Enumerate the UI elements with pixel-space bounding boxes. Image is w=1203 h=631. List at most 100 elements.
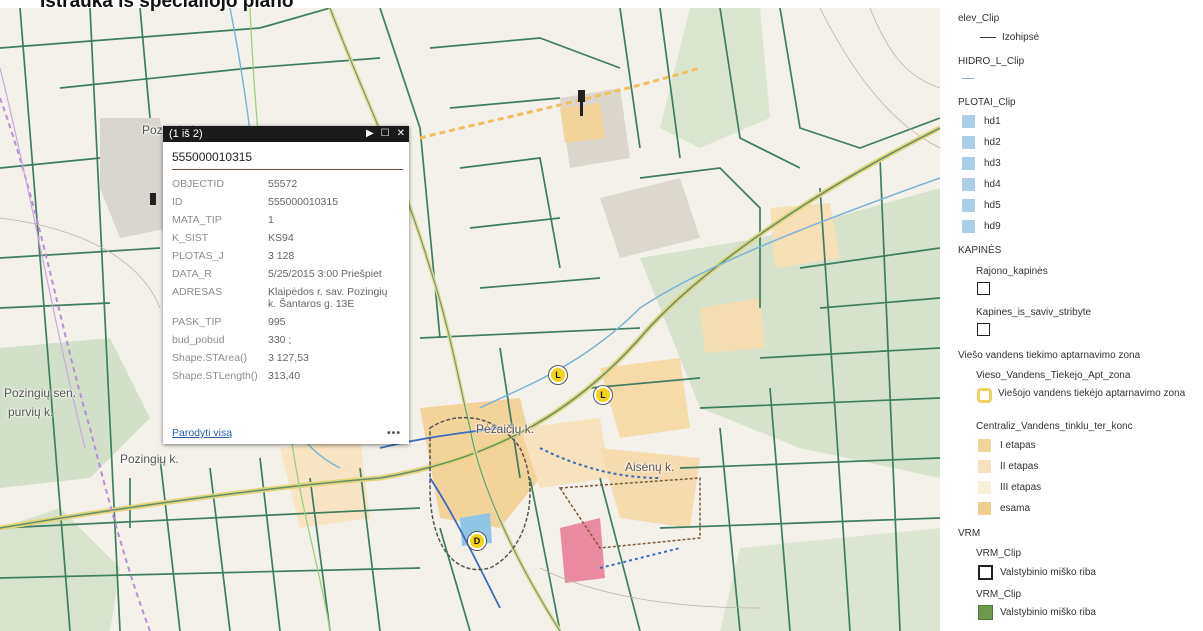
river-line	[429, 477, 501, 609]
zone-outline	[558, 477, 701, 549]
attr-key: PLOTAS_J	[172, 250, 224, 262]
legend-item-label: hd3	[984, 158, 1001, 169]
map-marker[interactable]: L	[549, 366, 567, 384]
attr-key: K_SIST	[172, 232, 209, 244]
stage-swatch	[978, 502, 991, 515]
contour-line	[819, 8, 940, 149]
parcel-line	[379, 8, 441, 339]
attr-key: DATA_R	[172, 268, 212, 280]
legend-layer-title: PLOTAI_Clip	[958, 97, 1016, 108]
map-canvas[interactable]: Pozingių k. Pėžaičių k. Aisėnų k. Pozing…	[0, 8, 940, 631]
tower-icon	[150, 193, 156, 205]
zoom-to-link[interactable]: Parodyti visą	[172, 427, 233, 439]
place-label: Aisėnų k.	[625, 460, 675, 474]
map-graphics	[0, 8, 940, 631]
attr-value: 3 127,53	[268, 352, 309, 364]
place-label: Pozingių k.	[120, 452, 179, 466]
river-line-swatch	[962, 78, 974, 79]
legend-layer-title: VRM	[958, 528, 981, 539]
popup-footer: Parodyti visą •••	[172, 427, 401, 439]
legend-sublayer-title: VRM_Clip	[976, 589, 1022, 600]
forest-area	[0, 338, 150, 488]
parcel-fill	[520, 418, 610, 488]
parcel-line	[359, 467, 381, 631]
stage-swatch	[978, 460, 991, 473]
legend-layer-title: KAPINĖS	[958, 245, 1002, 256]
attr-value: 1	[268, 214, 274, 226]
legend-item-label: hd2	[984, 137, 1001, 148]
contour-line-swatch	[980, 37, 996, 38]
tower-icon	[578, 90, 585, 102]
legend-item-label: II etapas	[1000, 461, 1039, 472]
parcel-line	[0, 247, 161, 259]
parcel-line	[0, 567, 421, 579]
attr-key: Shape.STArea()	[172, 352, 248, 364]
parcel-line	[659, 517, 940, 529]
forest-boundary-swatch	[978, 565, 993, 580]
parcel-line	[439, 527, 471, 631]
parcel-line	[619, 8, 641, 149]
cemetery-swatch	[977, 282, 990, 295]
page-title: Ištrauka iš specialiojo plano	[40, 0, 294, 12]
close-icon[interactable]: ✕	[396, 128, 405, 139]
legend-panel: elev_Clip Izohipsė HIDRO_L_Clip PLOTAI_C…	[940, 0, 1203, 631]
parcel-line	[769, 387, 791, 631]
parcel-line	[449, 97, 561, 109]
water-zone-line	[539, 447, 661, 479]
next-icon[interactable]: ▶	[365, 128, 374, 139]
maximize-icon[interactable]: ☐	[380, 128, 390, 139]
river-line	[479, 177, 940, 409]
water-zone-swatch	[977, 388, 992, 403]
legend-item-label: hd4	[984, 179, 1001, 190]
legend-item-label: Viešojo vandens tiekėjo aptarnavimo zona	[998, 388, 1186, 399]
legend-item-label: hd5	[984, 200, 1001, 211]
map-marker[interactable]: D	[468, 532, 486, 550]
attr-value: 995	[268, 316, 286, 328]
attr-value: Klaipėdos r. sav. Pozingių k. Šantaros g…	[268, 286, 388, 310]
popup-counter: (1 iš 2)	[169, 128, 203, 140]
forest-fill-swatch	[978, 605, 993, 620]
place-label: Pozingių sen.	[4, 386, 77, 400]
parcel-fill	[700, 298, 765, 353]
legend-item-label: hd1	[984, 116, 1001, 127]
attr-key: PASK_TIP	[172, 316, 222, 328]
attr-value: 555000010315	[268, 196, 339, 208]
legend-layer-title: HIDRO_L_Clip	[958, 56, 1025, 67]
parcel-line	[0, 8, 331, 49]
parcel-line	[139, 8, 151, 119]
plotai-swatch	[962, 136, 975, 149]
map-marker[interactable]: L	[594, 386, 612, 404]
attr-value: 330 ;	[268, 334, 292, 346]
parcel-line	[659, 8, 681, 159]
more-options-icon[interactable]: •••	[386, 427, 401, 439]
legend-sublayer-title: Rajono_kapinės	[976, 266, 1048, 277]
power-line	[0, 97, 151, 631]
parcel-line	[529, 477, 561, 631]
legend-item-label: III etapas	[1000, 482, 1042, 493]
legend-sublayer-title: Vieso_Vandens_Tiekejo_Apt_zona	[976, 370, 1131, 381]
parcel-line	[0, 302, 111, 309]
parcel-line	[259, 457, 281, 631]
plotai-swatch	[962, 199, 975, 212]
parcel-line	[59, 57, 381, 89]
river-line	[379, 427, 501, 449]
gray-area	[100, 118, 170, 238]
contour-line	[539, 567, 761, 609]
legend-layer-title: Viešo vandens tiekimo aptarnavimo zona	[958, 350, 1141, 361]
legend-sublayer-title: Centraliz_Vandens_tinklu_ter_konc	[976, 421, 1133, 432]
parcel-line	[0, 507, 421, 529]
parcel-line	[759, 347, 940, 359]
attr-key: MATA_TIP	[172, 214, 222, 226]
parcel-line	[719, 427, 741, 631]
parcel-line	[19, 8, 71, 631]
place-label: purvių k.	[8, 405, 54, 419]
parcel-line	[89, 8, 121, 631]
attr-value: 55572	[268, 178, 298, 190]
gray-area	[600, 178, 700, 258]
